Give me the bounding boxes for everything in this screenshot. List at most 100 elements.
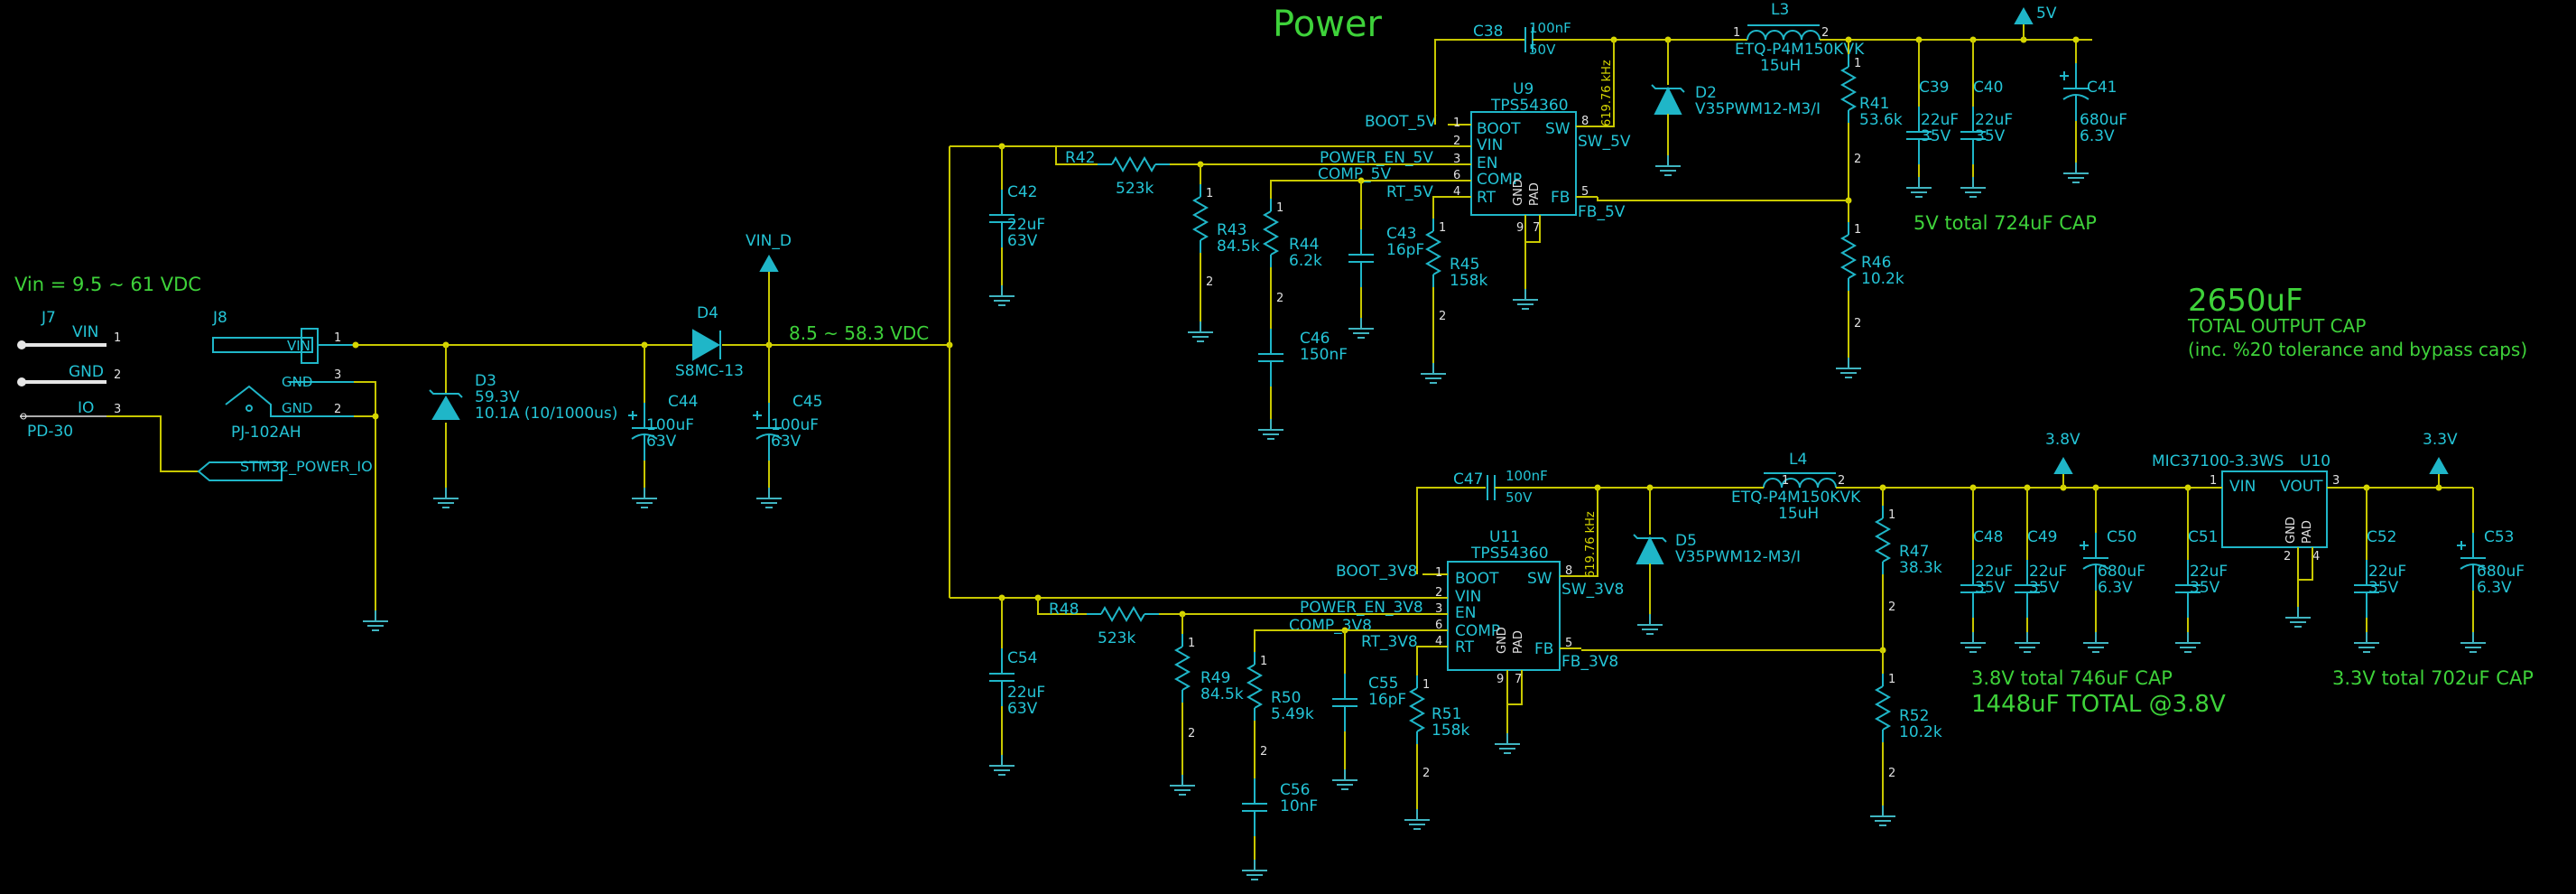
r52-pn2: 2	[1888, 767, 1895, 780]
l4-pn1: 1	[1782, 474, 1789, 488]
c53-rating: 6.3V	[2477, 579, 2512, 597]
r41-resistor	[1841, 53, 1856, 124]
c49-rating: 35V	[2029, 579, 2060, 597]
u9-ic	[1448, 111, 1598, 216]
3v3-total-cap: 3.3V total 702uF CAP	[2332, 667, 2534, 689]
l4-part: ETQ-P4M150KVK	[1731, 489, 1861, 507]
r49-resistor	[1175, 633, 1190, 703]
r45-value: 158k	[1450, 272, 1487, 290]
r41-value: 53.6k	[1859, 111, 1903, 129]
u10-part: MIC37100-3.3WS	[2152, 452, 2284, 470]
c42-label: C42	[1007, 183, 1038, 201]
page-title: Power	[1273, 4, 1382, 45]
j8-pin1: 1	[334, 331, 341, 345]
r43-resistor	[1193, 183, 1208, 254]
u11-pn7: 7	[1515, 673, 1522, 686]
u11-pn9: 9	[1496, 673, 1504, 686]
u9-pn9: 9	[1516, 221, 1524, 235]
u9-pn4: 4	[1453, 185, 1460, 199]
r48-resistor	[1086, 607, 1160, 621]
u11-part: TPS54360	[1470, 545, 1549, 563]
r46-label: R46	[1861, 254, 1891, 272]
c55-capacitor	[1331, 673, 1358, 732]
r47-pn1: 1	[1888, 508, 1895, 522]
c52-rating: 35V	[2368, 579, 2399, 597]
c47-rating: 50V	[1506, 489, 1533, 506]
stm32-port	[197, 461, 283, 481]
u9-pn5: 5	[1581, 185, 1589, 199]
r47-resistor	[1876, 505, 1890, 575]
net-fb-5v: FB_5V	[1578, 203, 1626, 221]
u9-pin-boot: BOOT	[1477, 120, 1521, 138]
j7-pin1: 1	[114, 331, 121, 345]
net-fb-3v8: FB_3V8	[1561, 653, 1618, 671]
u11-pn3: 3	[1435, 602, 1442, 616]
u11-pn4: 4	[1435, 635, 1442, 648]
r50-value: 5.49k	[1271, 705, 1314, 723]
u10-pn3: 3	[2332, 474, 2340, 488]
u11-pin-comp: COMP	[1455, 622, 1500, 640]
r51-value: 158k	[1432, 722, 1469, 740]
r52-value: 10.2k	[1899, 723, 1942, 741]
c44-value: 100uF	[646, 416, 694, 434]
c54-rating: 63V	[1007, 700, 1038, 718]
c48-label: C48	[1973, 528, 2004, 546]
c42-rating: 63V	[1007, 232, 1038, 250]
r43-label: R43	[1217, 221, 1246, 239]
r47-pn2: 2	[1888, 601, 1895, 614]
d5-diode	[1635, 535, 1664, 564]
c46-capacitor	[1257, 328, 1284, 387]
u10-pin-pad: PAD	[2301, 520, 2314, 544]
u9-pn1: 1	[1453, 116, 1460, 130]
u9-pin-pad: PAD	[1528, 182, 1542, 206]
c50-value: 680uF	[2098, 563, 2145, 581]
u9-pin-sw: SW	[1545, 120, 1571, 138]
c38-label: C38	[1473, 23, 1504, 41]
u9-pin-rt: RT	[1477, 189, 1496, 207]
r50-resistor	[1247, 651, 1262, 722]
u9-pn6: 6	[1453, 169, 1460, 182]
c50-rating: 6.3V	[2098, 579, 2133, 597]
r43-value: 84.5k	[1217, 237, 1260, 256]
u9-pn2: 2	[1453, 135, 1460, 148]
io-wire	[107, 415, 199, 472]
c48-value: 22uF	[1975, 563, 2013, 581]
r44-label: R44	[1289, 236, 1319, 254]
c44-label: C44	[668, 393, 699, 411]
stm32-label: STM32_POWER_IO	[240, 458, 373, 476]
pd30-label: PD-30	[27, 423, 73, 441]
vin-range-label: Vin = 9.5 ~ 61 VDC	[14, 274, 201, 295]
net-boot-5v: BOOT_5V	[1365, 113, 1437, 131]
j8-pin-gnd1: GND	[282, 374, 312, 390]
3v8-total-cap: 3.8V total 746uF CAP	[1971, 667, 2173, 689]
freq-5v: 619.76 kHz	[1600, 60, 1614, 126]
c48-rating: 35V	[1975, 579, 2006, 597]
r49-pn2: 2	[1188, 727, 1195, 740]
u10-label: U10	[2300, 452, 2330, 470]
c55-label: C55	[1368, 675, 1399, 693]
r46-value: 10.2k	[1861, 270, 1904, 288]
l3-inductor	[1747, 24, 1821, 41]
u9-pn7: 7	[1533, 221, 1540, 235]
j8-pin-gnd2: GND	[282, 400, 312, 416]
j8-pin-vin: VIN	[287, 338, 310, 354]
l4-label: L4	[1789, 451, 1807, 469]
r42-value: 523k	[1116, 180, 1154, 198]
c51-rating: 35V	[2190, 579, 2220, 597]
u10-pn4: 4	[2312, 550, 2320, 563]
r44-pn2: 2	[1276, 292, 1283, 305]
j8-part: PJ-102AH	[231, 424, 301, 442]
u11-pin-gnd: GND	[1496, 627, 1509, 654]
3v3-net-label: 3.3V	[2423, 431, 2458, 449]
c43-value: 16pF	[1386, 241, 1424, 259]
r50-pn2: 2	[1260, 745, 1267, 759]
c41-value: 680uF	[2080, 111, 2127, 129]
c45-rating: 63V	[771, 433, 802, 451]
c53-label: C53	[2484, 528, 2515, 546]
u11-pin-fb: FB	[1534, 640, 1553, 658]
d3-current: 10.1A (10/1000us)	[475, 405, 617, 423]
u9-pin-gnd: GND	[1512, 179, 1525, 206]
gnd-wire	[354, 381, 376, 610]
3v3-flag	[2430, 458, 2448, 474]
